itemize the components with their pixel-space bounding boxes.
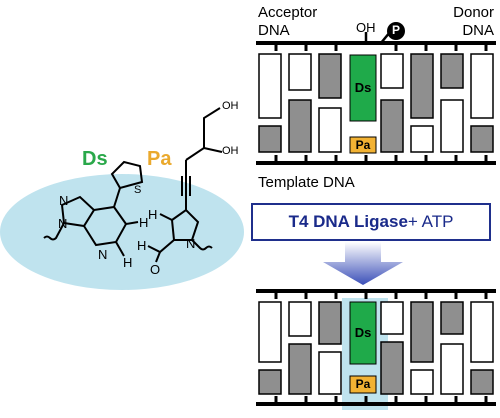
top-dna-panel <box>256 22 496 165</box>
reaction-arrow <box>323 242 403 285</box>
phosphate-label: P <box>391 23 400 37</box>
acceptor-dna-label-line2: DNA <box>258 22 290 39</box>
pa-atom-h: H <box>148 207 158 222</box>
bottom-pa-label: Pa <box>355 377 371 391</box>
template-dna-label: Template DNA <box>258 174 355 191</box>
pa-molecule-label: Pa <box>147 148 172 170</box>
donor-dna-label-line2: DNA <box>462 22 494 39</box>
bottom-ds-label: Ds <box>354 325 372 340</box>
pa-structure <box>147 107 223 263</box>
oh-terminus-label: OH <box>356 20 376 35</box>
ds-atom-s: S <box>134 184 142 196</box>
acceptor-dna-label-line1: Acceptor <box>258 4 318 21</box>
pa-atom-oh2: OH <box>222 145 239 157</box>
top-ds-label: Ds <box>354 80 372 95</box>
pa-atom-o: O <box>150 262 161 277</box>
ds-structure <box>43 160 144 257</box>
pa-atom-oh1: OH <box>222 100 239 112</box>
phosphate-marker <box>387 22 405 40</box>
ds-molecule-label: Ds <box>82 148 108 170</box>
ds-atom-n1: N <box>59 193 69 208</box>
top-pa-base <box>349 136 377 154</box>
top-pa-label: Pa <box>355 138 371 152</box>
donor-dna-label-line1: Donor <box>453 4 494 21</box>
ds-atom-h1: H <box>139 215 149 230</box>
ligase-atp-label: + ATP <box>407 212 454 231</box>
ligase-enzyme-label: T4 DNA Ligase <box>288 212 408 231</box>
ligase-reaction-box: T4 DNA Ligase + ATP <box>251 203 491 241</box>
bottom-ds-base <box>349 301 377 365</box>
pa-atom-h2: H <box>137 238 147 253</box>
bottom-dna-panel <box>256 289 496 410</box>
pa-atom-n: N <box>186 236 196 251</box>
ds-atom-h2: H <box>123 255 133 270</box>
top-ds-base <box>349 54 377 122</box>
ds-atom-n2: N <box>58 216 68 231</box>
ds-atom-n3: N <box>98 247 108 262</box>
bottom-pa-base <box>349 375 377 394</box>
